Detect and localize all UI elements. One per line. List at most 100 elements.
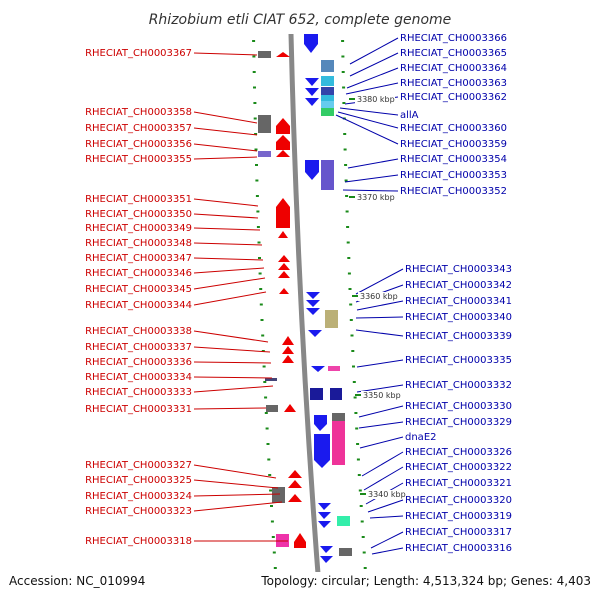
gene-label[interactable]: RHECIAT_CH0003329 bbox=[405, 417, 512, 428]
gene-box[interactable] bbox=[265, 378, 277, 381]
gene-arrow[interactable] bbox=[276, 135, 290, 150]
gene-box[interactable] bbox=[332, 413, 345, 421]
gene-box[interactable] bbox=[321, 95, 334, 101]
gene-box[interactable] bbox=[339, 548, 352, 556]
gene-arrow[interactable] bbox=[306, 292, 320, 299]
gene-box[interactable] bbox=[321, 101, 334, 108]
gene-box[interactable] bbox=[258, 151, 271, 157]
gene-label[interactable]: RHECIAT_CH0003320 bbox=[405, 495, 512, 506]
gene-label[interactable]: RHECIAT_CH0003351 bbox=[85, 194, 192, 205]
gene-label[interactable]: RHECIAT_CH0003326 bbox=[405, 447, 512, 458]
gene-label[interactable]: RHECIAT_CH0003358 bbox=[85, 107, 192, 118]
gene-arrow[interactable] bbox=[288, 480, 302, 488]
gene-label[interactable]: RHECIAT_CH0003318 bbox=[85, 536, 192, 547]
gene-label[interactable]: RHECIAT_CH0003366 bbox=[400, 33, 507, 44]
gene-label[interactable]: RHECIAT_CH0003360 bbox=[400, 123, 507, 134]
gene-arrow[interactable] bbox=[276, 118, 290, 134]
gene-arrow[interactable] bbox=[311, 366, 325, 372]
gene-arrow[interactable] bbox=[294, 533, 306, 548]
gene-box[interactable] bbox=[337, 516, 350, 526]
gene-arrow[interactable] bbox=[314, 415, 327, 431]
gene-arrow[interactable] bbox=[320, 556, 333, 563]
gene-box[interactable] bbox=[321, 160, 334, 190]
gene-arrow[interactable] bbox=[304, 34, 318, 53]
gene-label[interactable]: RHECIAT_CH0003363 bbox=[400, 78, 507, 89]
gene-label[interactable]: RHECIAT_CH0003357 bbox=[85, 123, 192, 134]
gene-arrow[interactable] bbox=[276, 150, 290, 157]
gene-label[interactable]: RHECIAT_CH0003340 bbox=[405, 312, 512, 323]
gene-arrow[interactable] bbox=[314, 434, 330, 468]
gene-label[interactable]: RHECIAT_CH0003344 bbox=[85, 300, 192, 311]
gene-box[interactable] bbox=[332, 421, 345, 465]
gene-arrow[interactable] bbox=[282, 355, 294, 363]
gene-arrow[interactable] bbox=[318, 512, 331, 519]
gene-label[interactable]: RHECIAT_CH0003327 bbox=[85, 460, 192, 471]
gene-label[interactable]: RHECIAT_CH0003353 bbox=[400, 170, 507, 181]
gene-box[interactable] bbox=[258, 115, 271, 133]
gene-label[interactable]: RHECIAT_CH0003325 bbox=[85, 475, 192, 486]
gene-label[interactable]: RHECIAT_CH0003333 bbox=[85, 387, 192, 398]
gene-box[interactable] bbox=[258, 51, 271, 58]
gene-label[interactable]: RHECIAT_CH0003332 bbox=[405, 380, 512, 391]
gene-label[interactable]: RHECIAT_CH0003319 bbox=[405, 511, 512, 522]
gene-arrow[interactable] bbox=[288, 494, 302, 502]
gene-box[interactable] bbox=[321, 76, 334, 86]
gene-box[interactable] bbox=[325, 310, 338, 328]
gene-label[interactable]: RHECIAT_CH0003324 bbox=[85, 491, 192, 502]
gene-box[interactable] bbox=[328, 366, 340, 371]
gene-label[interactable]: RHECIAT_CH0003355 bbox=[85, 154, 192, 165]
gene-box[interactable] bbox=[321, 87, 334, 95]
gene-arrow[interactable] bbox=[306, 308, 320, 315]
gene-label[interactable]: RHECIAT_CH0003350 bbox=[85, 209, 192, 220]
gene-arrow[interactable] bbox=[276, 198, 290, 228]
gene-label[interactable]: RHECIAT_CH0003348 bbox=[85, 238, 192, 249]
gene-arrow[interactable] bbox=[305, 78, 319, 86]
gene-label[interactable]: RHECIAT_CH0003334 bbox=[85, 372, 192, 383]
gene-box[interactable] bbox=[272, 487, 285, 503]
gene-label[interactable]: RHECIAT_CH0003338 bbox=[85, 326, 192, 337]
gene-label[interactable]: RHECIAT_CH0003365 bbox=[400, 48, 507, 59]
gene-arrow[interactable] bbox=[282, 336, 294, 345]
gene-arrow[interactable] bbox=[305, 98, 319, 106]
gene-label[interactable]: RHECIAT_CH0003342 bbox=[405, 280, 512, 291]
gene-arrow[interactable] bbox=[318, 521, 331, 528]
gene-box[interactable] bbox=[266, 405, 278, 412]
gene-label[interactable]: RHECIAT_CH0003354 bbox=[400, 154, 507, 165]
gene-arrow[interactable] bbox=[278, 271, 290, 278]
gene-label[interactable]: RHECIAT_CH0003352 bbox=[400, 186, 507, 197]
gene-label[interactable]: RHECIAT_CH0003316 bbox=[405, 543, 512, 554]
gene-label[interactable]: allA bbox=[400, 110, 419, 121]
gene-label[interactable]: RHECIAT_CH0003331 bbox=[85, 404, 192, 415]
gene-arrow[interactable] bbox=[305, 88, 319, 96]
gene-label[interactable]: RHECIAT_CH0003347 bbox=[85, 253, 192, 264]
gene-label[interactable]: RHECIAT_CH0003349 bbox=[85, 223, 192, 234]
gene-label[interactable]: RHECIAT_CH0003335 bbox=[405, 355, 512, 366]
gene-box[interactable] bbox=[310, 388, 323, 400]
gene-box[interactable] bbox=[321, 60, 334, 72]
gene-label[interactable]: RHECIAT_CH0003321 bbox=[405, 478, 512, 489]
gene-label[interactable]: dnaE2 bbox=[405, 432, 437, 443]
gene-label[interactable]: RHECIAT_CH0003330 bbox=[405, 401, 512, 412]
gene-label[interactable]: RHECIAT_CH0003339 bbox=[405, 331, 512, 342]
gene-label[interactable]: RHECIAT_CH0003356 bbox=[85, 139, 192, 150]
gene-arrow[interactable] bbox=[278, 231, 288, 238]
gene-label[interactable]: RHECIAT_CH0003343 bbox=[405, 264, 512, 275]
gene-label[interactable]: RHECIAT_CH0003364 bbox=[400, 63, 507, 74]
gene-label[interactable]: RHECIAT_CH0003323 bbox=[85, 506, 192, 517]
gene-arrow[interactable] bbox=[288, 470, 302, 478]
gene-arrow[interactable] bbox=[306, 300, 320, 307]
gene-arrow[interactable] bbox=[278, 263, 290, 270]
gene-label[interactable]: RHECIAT_CH0003359 bbox=[400, 139, 507, 150]
gene-arrow[interactable] bbox=[320, 546, 333, 553]
gene-label[interactable]: RHECIAT_CH0003341 bbox=[405, 296, 512, 307]
gene-label[interactable]: RHECIAT_CH0003346 bbox=[85, 268, 192, 279]
gene-arrow[interactable] bbox=[282, 346, 294, 354]
gene-arrow[interactable] bbox=[318, 503, 331, 510]
gene-label[interactable]: RHECIAT_CH0003336 bbox=[85, 357, 192, 368]
gene-label[interactable]: RHECIAT_CH0003337 bbox=[85, 342, 192, 353]
gene-label[interactable]: RHECIAT_CH0003367 bbox=[85, 48, 192, 59]
gene-box[interactable] bbox=[330, 388, 342, 400]
gene-label[interactable]: RHECIAT_CH0003322 bbox=[405, 462, 512, 473]
gene-arrow[interactable] bbox=[278, 255, 290, 262]
gene-label[interactable]: RHECIAT_CH0003362 bbox=[400, 92, 507, 103]
